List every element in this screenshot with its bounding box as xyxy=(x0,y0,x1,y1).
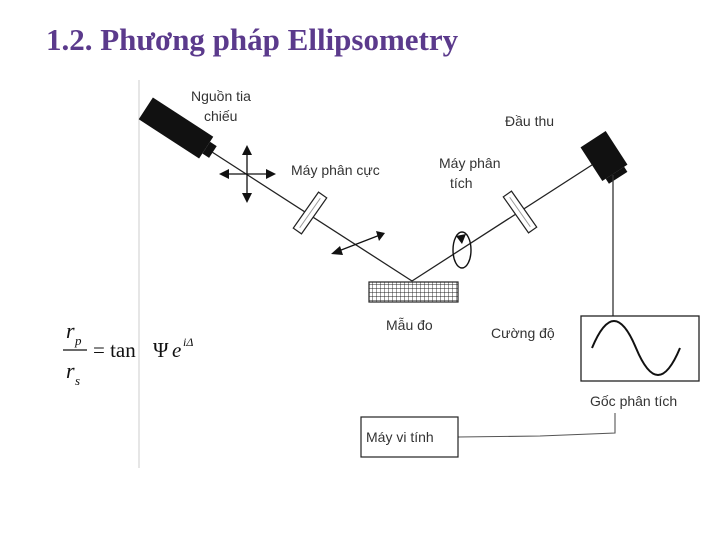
reflected-beam xyxy=(411,162,596,282)
polarization-arrows-icon xyxy=(219,145,276,203)
computer-box xyxy=(360,416,459,458)
formula-denominator-sub: s xyxy=(75,373,80,388)
elliptical-polarization-icon xyxy=(452,231,472,269)
linear-polarization-arrow-icon xyxy=(331,231,385,255)
formula-equals-tan: = tan xyxy=(93,338,136,362)
label-source-line2: chiếu xyxy=(204,108,237,124)
label-sample: Mẫu đo xyxy=(386,317,433,333)
label-computer: Máy vi tính xyxy=(366,429,434,445)
label-source-line1: Nguồn tia xyxy=(191,88,251,104)
ellipsometry-formula: r p r s = tan Ψ e iΔ xyxy=(63,318,193,388)
label-detector: Đầu thu xyxy=(505,113,554,129)
label-analyzer-line2: tích xyxy=(450,175,473,191)
formula-denominator: r xyxy=(66,358,75,383)
formula-psi: Ψ xyxy=(153,338,169,362)
sine-wave xyxy=(591,320,681,376)
polarizer-element xyxy=(292,191,328,235)
oscilloscope-screen xyxy=(580,315,700,382)
label-analysis-angle: Gốc phân tích xyxy=(590,393,677,409)
analyzer-element xyxy=(502,190,538,234)
formula-e: e xyxy=(172,338,181,362)
label-polarizer: Máy phân cực xyxy=(291,162,380,178)
detector xyxy=(580,131,628,184)
label-analyzer-line1: Máy phân xyxy=(439,155,500,171)
label-intensity: Cường độ xyxy=(491,325,555,341)
computer-wire xyxy=(457,413,616,438)
sample-grid xyxy=(368,281,459,303)
formula-numerator-sub: p xyxy=(74,333,82,348)
formula-exponent: iΔ xyxy=(183,335,193,349)
slide-title: 1.2. Phương pháp Ellipsometry xyxy=(46,22,459,57)
light-source xyxy=(138,97,217,159)
formula-numerator: r xyxy=(66,318,75,343)
